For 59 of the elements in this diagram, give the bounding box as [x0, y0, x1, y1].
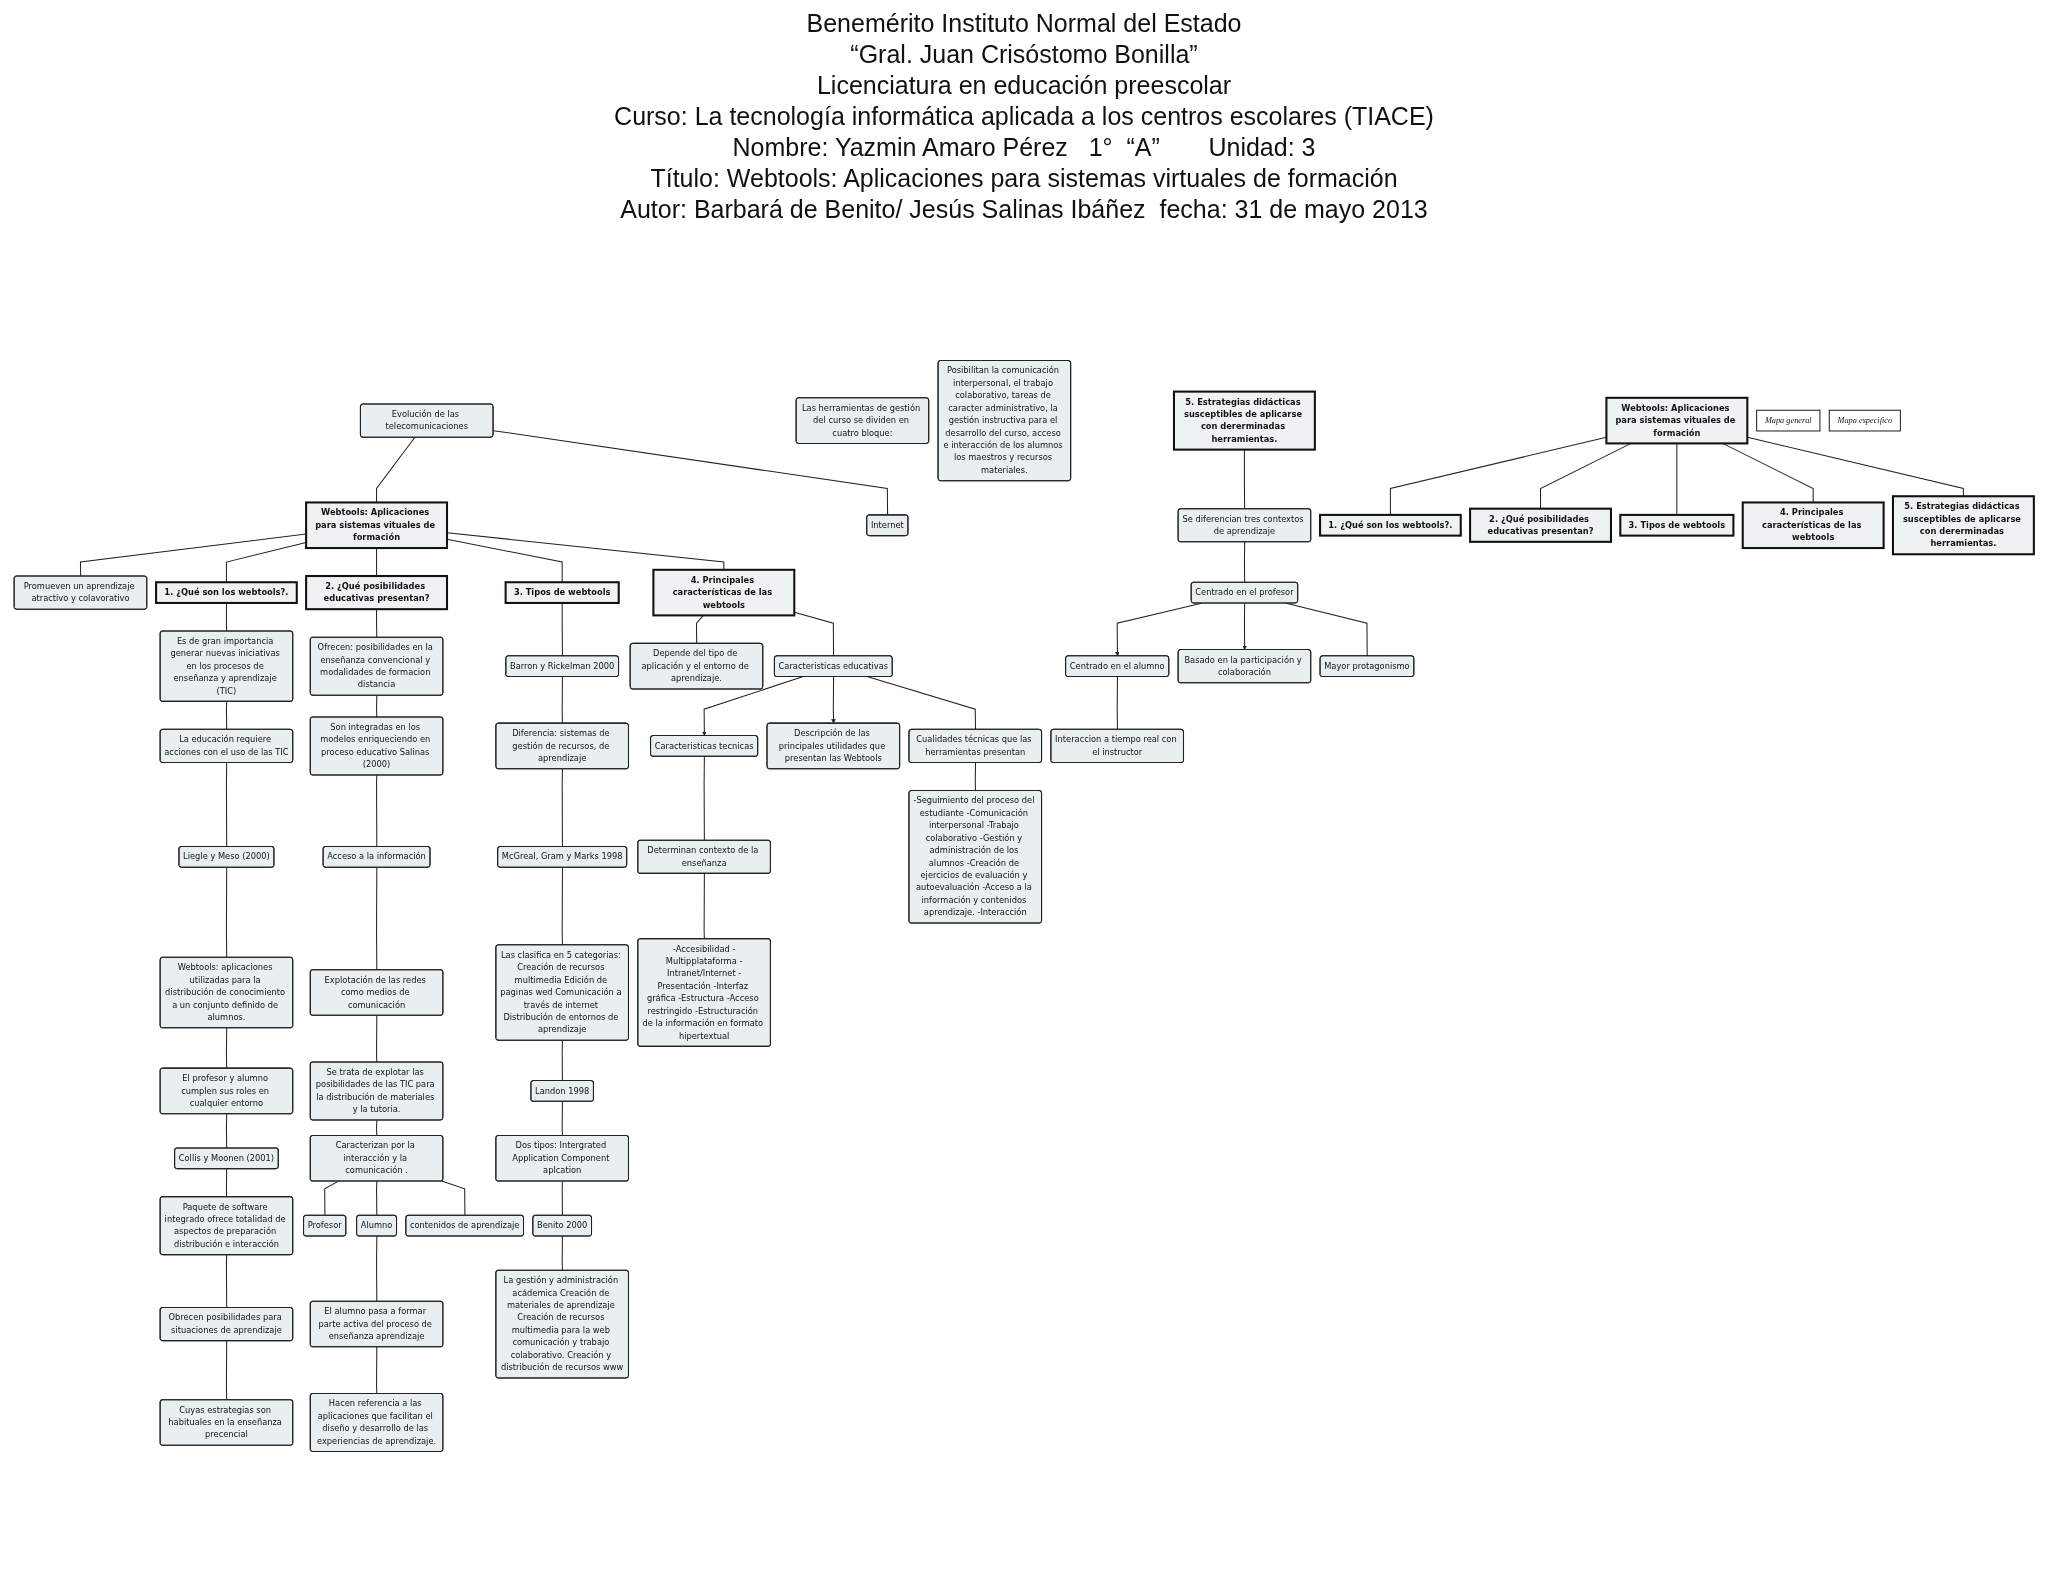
connector: [561, 1039, 563, 1082]
header-text: “Gral. Juan Crisóstomo Bonilla”: [850, 39, 1198, 70]
connector: [561, 1180, 563, 1217]
connector: [376, 436, 416, 503]
connector: [703, 873, 705, 940]
arrow: [831, 676, 836, 724]
node-box: Webtools: Aplicaciones para sistemas vituales de formación: [1605, 396, 1749, 445]
connector: [225, 602, 228, 632]
arrow: [1242, 602, 1247, 651]
connector: [1243, 541, 1246, 583]
header-text: Título: Webtools: Aplicaciones para sistemas virtuales de formación: [650, 163, 1398, 194]
connector: [225, 542, 307, 583]
connector: [225, 1168, 228, 1198]
connector: [376, 694, 378, 718]
connector: [79, 533, 307, 577]
connector: [376, 1180, 378, 1217]
connector: [703, 756, 705, 841]
connector: [376, 774, 378, 848]
node-box: 4. Principales características de las webtools: [652, 568, 796, 617]
node-box: Mapa especifico: [1828, 409, 1901, 432]
node-box: 4. Principales características de las webtools: [1741, 501, 1885, 550]
node-box: 3. Tipos de webtools: [1619, 513, 1735, 537]
header-text: Licenciatura en educación preescolar: [816, 70, 1232, 101]
connector: [225, 1254, 228, 1309]
connector: [561, 602, 563, 657]
connector: [561, 1101, 563, 1137]
node-box: 5. Estrategias didácticas susceptibles de aplicarse con dererminadas herramientas.: [1172, 390, 1316, 451]
connector: [1243, 449, 1246, 510]
connector: [376, 1235, 378, 1303]
node-box: 5. Estrategias didácticas susceptibles de aplicarse con dererminadas herramientas.: [1891, 495, 2035, 556]
connector: [225, 1340, 228, 1401]
node-box: Webtools: Aplicaciones para sistemas vituales de formación: [305, 501, 449, 550]
connector: [1116, 676, 1118, 731]
header-text: Curso: La tecnología informática aplicada a los centros escolares (TIACE): [614, 101, 1434, 132]
connector: [225, 762, 228, 848]
connector: [974, 762, 977, 792]
node-box: 1. ¿Qué son los webtools?.: [1319, 513, 1462, 537]
connector: [561, 676, 563, 724]
node-box: 1. ¿Qué son los webtools?.: [155, 581, 298, 604]
connector: [376, 1015, 378, 1063]
connector: [561, 768, 563, 848]
header-text: Nombre: Yazmin Amaro Pérez 1° “A” Unidad: 3: [732, 132, 1316, 163]
connector: [561, 866, 563, 946]
arrow: [702, 676, 803, 737]
connector: [225, 1027, 228, 1069]
node-box: Mapa general: [1756, 409, 1821, 432]
node-box: 2. ¿Qué posibilidades educativas presentan?: [1469, 507, 1612, 543]
connector: [867, 676, 977, 731]
header-text: Autor: Barbará de Benito/ Jesús Salinas Ibáñez fecha: 31 de mayo 2013: [620, 194, 1428, 225]
node-box: 3. Tipos de webtools: [504, 581, 620, 604]
connector: [225, 701, 228, 731]
connector: [324, 1180, 339, 1217]
connector: [225, 1113, 228, 1149]
connector: [225, 866, 228, 959]
connector: [376, 1346, 378, 1395]
node-box: 2. ¿Qué posibilidades educativas presentan?: [305, 575, 449, 611]
connector: [376, 866, 378, 971]
header-text: Benemérito Instituto Normal del Estado: [806, 8, 1242, 39]
connector: [561, 1235, 563, 1271]
